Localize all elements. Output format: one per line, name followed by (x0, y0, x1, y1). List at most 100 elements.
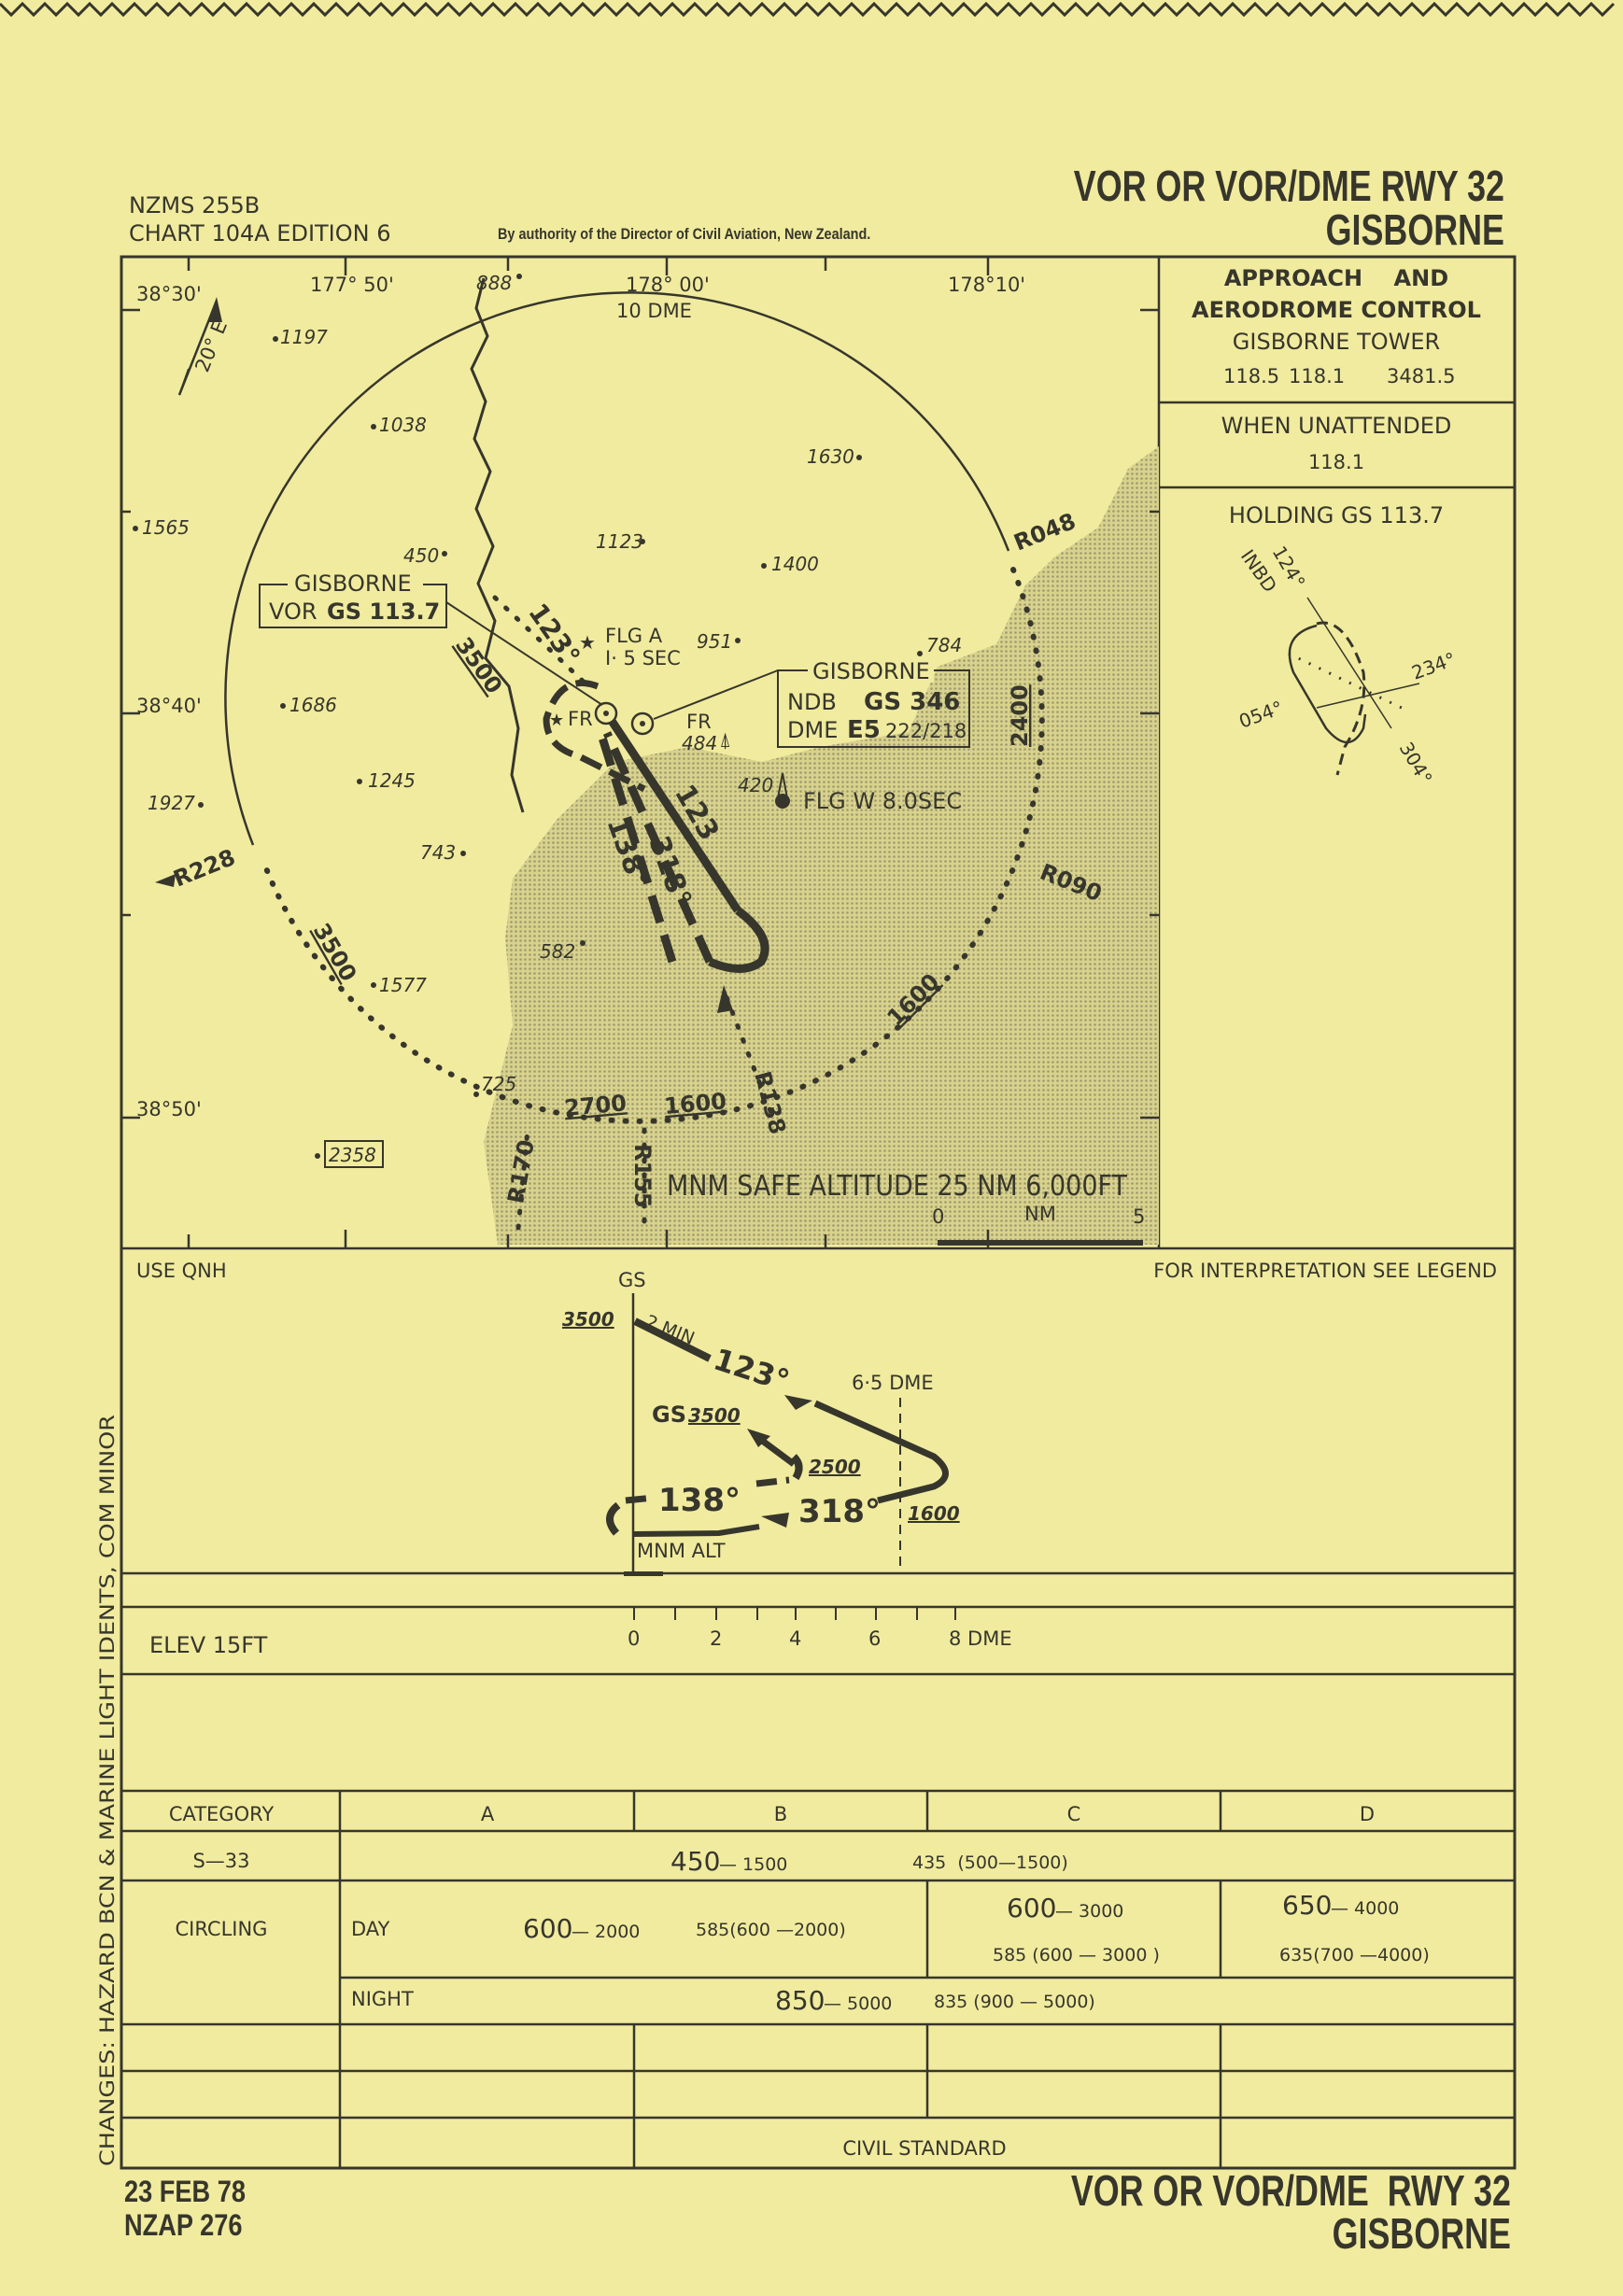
map-series: NZMS 255B (129, 192, 260, 218)
table-header: C (1067, 1803, 1081, 1825)
holding-pattern-diagram (1288, 597, 1420, 776)
unattended-freq: 118.1 (1308, 451, 1364, 473)
altitude-label: 2400 (1007, 684, 1033, 747)
profile-view: USE QNH FOR INTERPRETATION SEE LEGEND GS… (121, 1260, 1515, 1676)
fr-light-2: FR (686, 711, 712, 733)
dme-arc-dotted (263, 567, 1045, 1124)
spot-height: 1577 (379, 974, 427, 996)
dme-channel: 222/218 (885, 720, 967, 742)
effective-date: 23 FEB 78 (124, 2176, 246, 2209)
control-heading-2: AERODROME CONTROL (1192, 297, 1481, 323)
spot-height: 888 (476, 272, 512, 294)
altitude-label: 2700 (563, 1090, 628, 1121)
altitude-label: 3500 (450, 632, 507, 698)
dme-tick-label: 0 (628, 1627, 640, 1650)
footer-subtitle: GISBORNE (1333, 2210, 1511, 2258)
approach-track (492, 595, 773, 1235)
day-d-mda: 650 (1282, 1890, 1332, 1921)
scale-end: 5 (1133, 1205, 1145, 1228)
vor-ident-freq: GS 113.7 (327, 599, 440, 625)
profile-gs-3500: 3500 (688, 1404, 741, 1427)
table-header: CATEGORY (169, 1803, 275, 1825)
dme-label: DME (787, 717, 838, 743)
magnetic-variation: 20° E (191, 317, 232, 375)
profile-dme-fix: 6·5 DME (852, 1372, 934, 1394)
straight-in-vis: — 1500 (719, 1854, 787, 1875)
unattended-label: WHEN UNATTENDED (1221, 413, 1452, 439)
altitude-label: 1600 (663, 1088, 727, 1120)
obstacle-lighted-icon: ⍋ (719, 729, 731, 753)
day-ab-mda: 600 (523, 1913, 572, 1944)
day-d-vis: — 4000 (1331, 1898, 1399, 1919)
circling-label: CIRCLING (176, 1918, 268, 1940)
use-qnh: USE QNH (136, 1260, 227, 1282)
spot-height: 1400 (771, 553, 819, 575)
ndb-center-dot (640, 721, 645, 726)
flg-a-label: FLG A (605, 625, 663, 647)
profile-gs: GS (618, 1269, 646, 1291)
flg-a-period: I· 5 SEC (605, 647, 681, 669)
holding-course-234: 234° (1409, 648, 1459, 684)
profile-mnm-alt: MNM ALT (637, 1540, 726, 1562)
lon-label-3: 178°10' (948, 274, 1025, 296)
obstacle-420: 420 (738, 774, 773, 796)
river (470, 277, 525, 813)
spot-height: 1630 (807, 445, 854, 468)
spot-heights: 888 1197 1038 1565 450 1123 1400 1630 95… (133, 272, 962, 1168)
spot-height: 450 (403, 544, 439, 567)
spot-height: 582 (540, 940, 575, 963)
lon-label-1: 177° 50' (310, 274, 394, 296)
dme-ticks (633, 1607, 956, 1620)
scale-bar (938, 1240, 1143, 1246)
spot-height: 1686 (289, 694, 337, 716)
scale-start: 0 (932, 1205, 944, 1228)
control-heading-1: APPROACH AND (1224, 265, 1448, 291)
profile-alt-1600: 1600 (908, 1502, 960, 1525)
star-icon: ★ (579, 631, 596, 654)
dme-tick-label: 6 (868, 1627, 881, 1650)
tower-freq-3: 3481.5 (1387, 365, 1455, 387)
spot-height: 1927 (148, 792, 195, 814)
ndb-ident: GS 346 (864, 688, 960, 716)
profile-gs-prefix: GS (652, 1402, 686, 1428)
profile-alt-2500: 2500 (809, 1456, 861, 1478)
night-hat: 835 (900 — 5000) (934, 1992, 1095, 2012)
profile-course-123: 123° (710, 1341, 794, 1399)
night-label: NIGHT (351, 1988, 414, 2010)
spot-height: 1197 (280, 326, 328, 348)
vor-leader (445, 601, 603, 706)
profile-course-318: 318° (798, 1493, 881, 1530)
obstacle-484: 484 (682, 732, 717, 754)
aerodrome-elevation: ELEV 15FT (149, 1632, 268, 1658)
dme-tick-label: 2 (710, 1627, 722, 1650)
dme-ident: E5 (847, 716, 881, 744)
vor-center-dot (603, 711, 609, 716)
dme-tick-label: 8 DME (949, 1627, 1012, 1650)
ndb-label: NDB (787, 689, 837, 715)
lat-label-2: 38°40' (136, 695, 202, 717)
lat-label-3: 38°50' (136, 1098, 202, 1120)
marine-light-icon (775, 794, 790, 809)
spot-height: 743 (420, 841, 456, 864)
table-header: B (774, 1803, 787, 1825)
straight-in-mda: 450 (670, 1846, 720, 1877)
spot-height: 1123 (596, 530, 643, 553)
authority-note: By authority of the Director of Civil Av… (498, 226, 870, 243)
zigzag-edge (0, 1, 1616, 18)
table-header: D (1360, 1803, 1375, 1825)
tower-freq-1: 118.5 (1223, 365, 1279, 387)
profile-alt-3500: 3500 (562, 1308, 614, 1331)
plan-view: 38°30' 38°40' 38°50' 177° 50' 178° 00' 1… (121, 257, 1159, 1248)
dme-arc-solid (224, 291, 1010, 846)
scale-unit: NM (1024, 1203, 1056, 1225)
vor-type: VOR (269, 599, 318, 625)
day-c-hat: 585 (600 — 3000 ) (993, 1945, 1160, 1965)
ndb-name: GISBORNE (812, 658, 930, 684)
dme-tick-label: 4 (789, 1627, 801, 1650)
night-mda: 850 (775, 1985, 825, 2016)
lat-label-1: 38°30' (136, 283, 202, 305)
sea-area (484, 446, 1159, 1245)
ndb-box-gap (808, 658, 934, 683)
table-header: A (481, 1803, 495, 1825)
